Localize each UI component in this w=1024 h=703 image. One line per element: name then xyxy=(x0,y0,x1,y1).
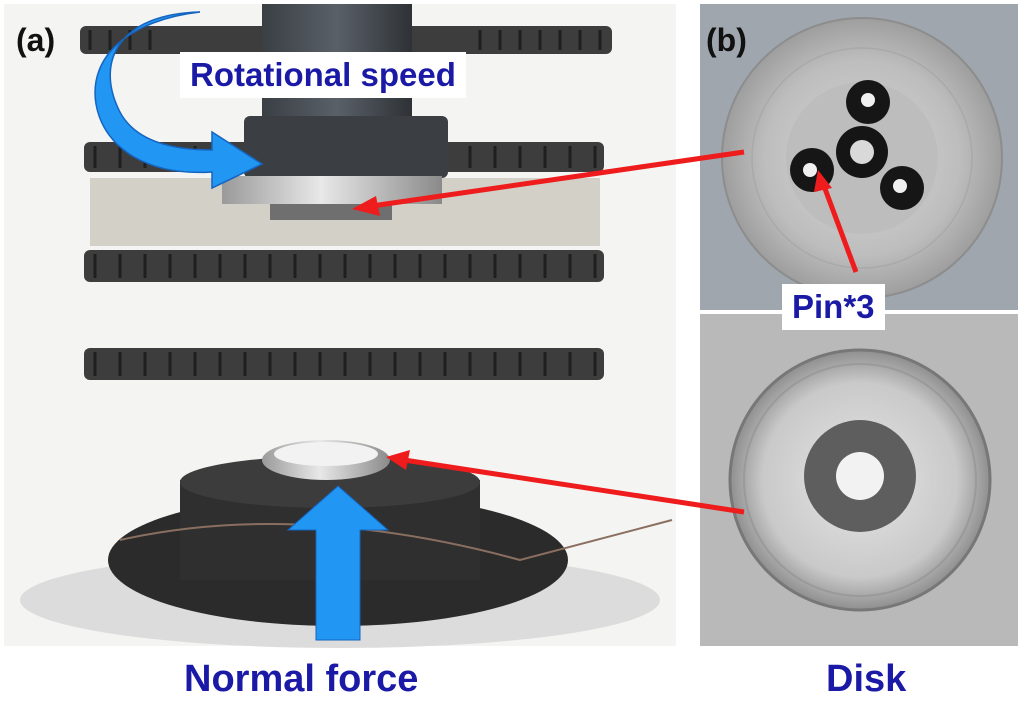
normal-force-caption: Normal force xyxy=(184,658,419,700)
panel-b-disk-photo xyxy=(700,314,1018,646)
pointer-pin-label xyxy=(821,185,859,273)
pointer-pin-head xyxy=(352,196,380,216)
pointer-pin-to-holder xyxy=(371,149,745,209)
pointer-disk-head xyxy=(386,450,410,470)
pointer-pin-label-head xyxy=(814,170,832,192)
pin-count-label: Pin*3 xyxy=(782,284,885,330)
pointer-disk-to-base xyxy=(403,457,745,515)
disk-caption: Disk xyxy=(826,658,907,700)
panel-a-tag: (a) xyxy=(16,22,56,58)
pin-holder xyxy=(244,116,448,178)
panel-b-tag: (b) xyxy=(706,22,747,58)
force-arrow-icon xyxy=(286,485,390,641)
panel-b-pin-photo xyxy=(700,4,1018,310)
pointer-arrows xyxy=(352,149,859,515)
rotational-speed-label: Rotational speed xyxy=(180,52,466,98)
disk-specimen-top xyxy=(274,442,378,466)
rotation-arrow-icon xyxy=(94,11,264,190)
